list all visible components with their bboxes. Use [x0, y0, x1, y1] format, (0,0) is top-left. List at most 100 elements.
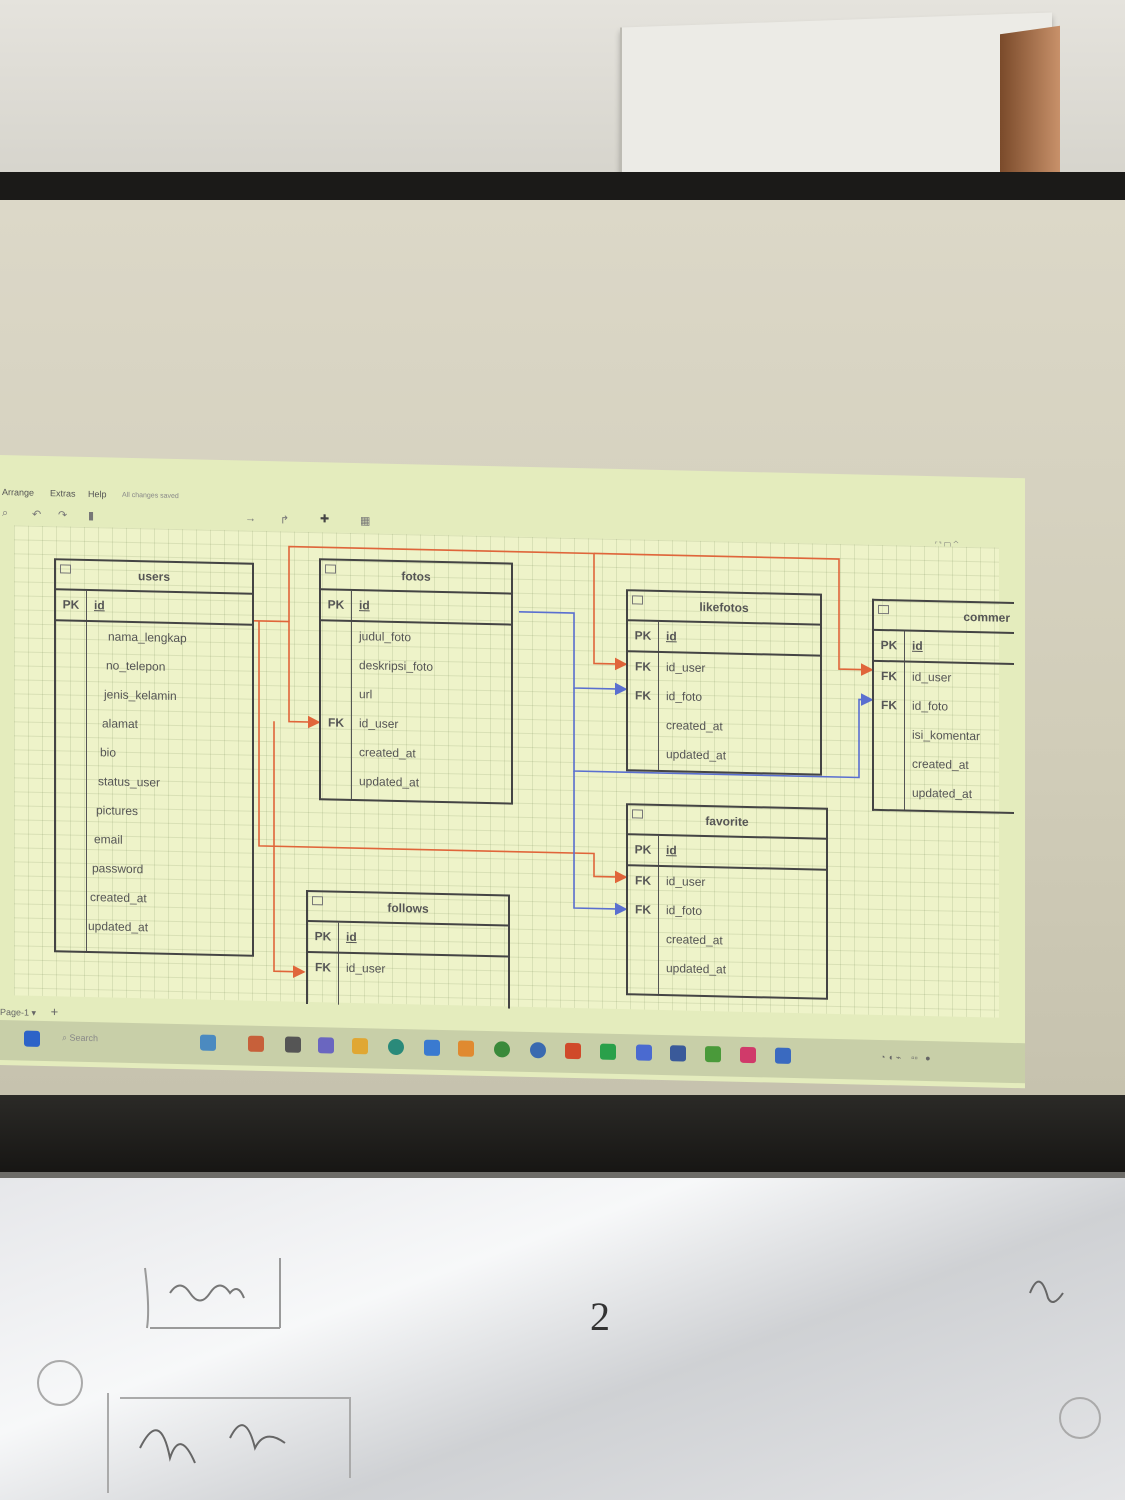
redo-icon[interactable]: ↷: [58, 509, 68, 522]
table-users-title: users: [137, 569, 171, 584]
table-row: no_telepon: [56, 650, 252, 683]
relationship-lines: [252, 545, 874, 979]
app-icon[interactable]: [458, 1040, 474, 1057]
table-icon[interactable]: ▦: [360, 515, 371, 528]
table-follows-title: follows: [387, 900, 429, 916]
menu-item-extras[interactable]: Extras: [50, 488, 76, 499]
table-icon: [325, 564, 336, 574]
app-icon[interactable]: [565, 1042, 581, 1060]
table-row: created_at: [874, 749, 1014, 781]
app-icon[interactable]: [636, 1044, 652, 1061]
projector-screen-housing: [0, 172, 1125, 202]
insert-icon[interactable]: ✚: [320, 513, 330, 526]
field-name: id_user: [666, 874, 706, 890]
field-name: created_at: [666, 932, 723, 948]
page-tab-label[interactable]: Page-1: [0, 1007, 30, 1018]
pk-label: PK: [880, 637, 898, 653]
table-row: updated_at: [628, 739, 820, 772]
field-name: updated_at: [359, 774, 420, 790]
app-icon[interactable]: [670, 1045, 686, 1062]
app-icon[interactable]: [248, 1035, 264, 1052]
key-label: FK: [315, 960, 331, 975]
taskbar-search[interactable]: ⌕ Search: [62, 1032, 99, 1044]
table-row: email: [56, 824, 252, 857]
table-row: status_user: [56, 766, 252, 799]
table-row: created_at: [628, 710, 820, 743]
save-status: All changes saved: [122, 491, 179, 501]
browser-icon[interactable]: [388, 1038, 404, 1056]
key-label: [874, 778, 904, 779]
app-icon[interactable]: [424, 1039, 440, 1056]
key-label: FK: [635, 688, 651, 703]
weather-icon[interactable]: [200, 1034, 216, 1051]
table-icon: [60, 564, 71, 574]
folder-icon[interactable]: [352, 1037, 368, 1055]
pk-label: PK: [327, 597, 345, 612]
table-row: judul_foto: [321, 621, 511, 654]
app-icon[interactable]: [285, 1036, 301, 1053]
connection-icon[interactable]: →: [245, 512, 256, 525]
pk-label: PK: [314, 929, 332, 944]
field-name: id_foto: [666, 903, 703, 918]
app-icon[interactable]: [530, 1042, 546, 1059]
field-name: pictures: [96, 803, 139, 819]
field-name: bio: [100, 745, 117, 760]
whiteboard-number: 2: [590, 1294, 610, 1339]
app-icon[interactable]: [318, 1037, 334, 1054]
pk-label: PK: [62, 597, 80, 612]
pk-label: PK: [634, 628, 652, 643]
whiteboard-scribbles: [37, 1258, 1101, 1493]
system-tray[interactable]: ◔ ◖ ⌁ ▫▫ ●: [880, 1051, 931, 1064]
pk-label: PK: [634, 842, 652, 857]
key-label: [321, 650, 351, 651]
field-name: alamat: [102, 716, 139, 732]
add-page-icon[interactable]: +: [50, 1004, 59, 1020]
field-name: password: [92, 861, 144, 877]
zoom-icon[interactable]: ⌕: [2, 507, 9, 520]
app-icon[interactable]: [494, 1041, 510, 1058]
field-name: id: [666, 629, 677, 644]
menu-item-arrange[interactable]: Arrange: [2, 487, 35, 498]
table-icon: [878, 604, 889, 615]
table-row: created_at: [321, 737, 511, 770]
menu-item-help[interactable]: Help: [88, 488, 107, 500]
app-icon[interactable]: [740, 1046, 756, 1064]
page-tab[interactable]: Page-1 ▾ +: [0, 1004, 59, 1020]
app-icon[interactable]: [775, 1047, 791, 1064]
table-row: PK id: [628, 621, 820, 657]
field-name: id: [912, 638, 923, 653]
undo-icon[interactable]: ↶: [32, 508, 42, 521]
field-name: deskripsi_foto: [359, 658, 434, 674]
table-icon: [312, 896, 323, 906]
field-name: email: [94, 832, 123, 847]
app-icon[interactable]: [705, 1045, 721, 1063]
table-row: updated_at: [56, 911, 252, 944]
table-row: updated_at: [874, 778, 1014, 810]
table-fotos-header: fotos: [321, 560, 511, 595]
waypoint-icon[interactable]: ↱: [280, 514, 290, 527]
key-label: FK: [881, 697, 897, 713]
start-icon[interactable]: [24, 1030, 40, 1047]
app-icon[interactable]: [600, 1043, 616, 1060]
delete-icon[interactable]: ▮: [88, 509, 95, 523]
table-row: url: [321, 679, 511, 712]
table-favorite-header: favorite: [628, 805, 826, 840]
table-row: created_at: [628, 924, 826, 957]
